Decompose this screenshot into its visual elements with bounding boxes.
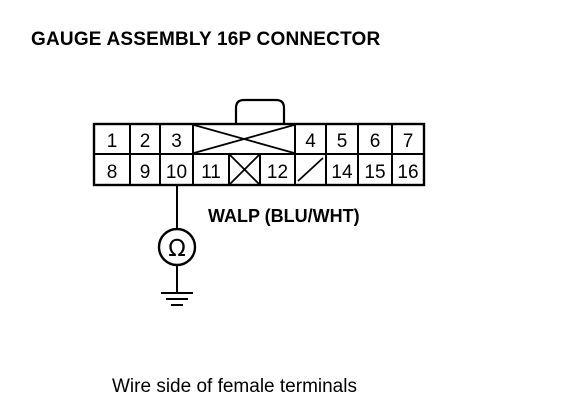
pin-10-label: 10 <box>166 162 187 183</box>
pin-15-label: 15 <box>364 162 385 183</box>
pin-8-label: 8 <box>107 162 118 183</box>
blocked-cavity-mark <box>297 157 324 182</box>
wire-color-label: WALP (BLU/WHT) <box>208 206 360 226</box>
blocked-cavity-mark <box>193 124 295 154</box>
pin-11-label: 11 <box>201 162 221 183</box>
pin-5-label: 5 <box>337 131 348 152</box>
diagram-title: GAUGE ASSEMBLY 16P CONNECTOR <box>31 29 381 50</box>
blocked-cavity-mark <box>229 154 260 185</box>
pin-9-label: 9 <box>140 162 151 183</box>
ohmmeter-icon: Ω <box>157 227 197 267</box>
pin-1-label: 1 <box>107 131 118 152</box>
pin-4-label: 4 <box>305 131 316 152</box>
svg-text:Ω: Ω <box>168 236 186 262</box>
pin-16-label: 16 <box>397 162 418 183</box>
pin-7-label: 7 <box>403 131 414 152</box>
view-caption: Wire side of female terminals <box>112 376 357 397</box>
pin-2-label: 2 <box>140 131 151 152</box>
pin-6-label: 6 <box>370 131 381 152</box>
pin-12-label: 12 <box>267 162 288 183</box>
ground-icon <box>161 292 193 306</box>
pin-3-label: 3 <box>171 131 182 152</box>
pin-14-label: 14 <box>331 162 353 183</box>
connector-lock-tab <box>234 98 286 124</box>
